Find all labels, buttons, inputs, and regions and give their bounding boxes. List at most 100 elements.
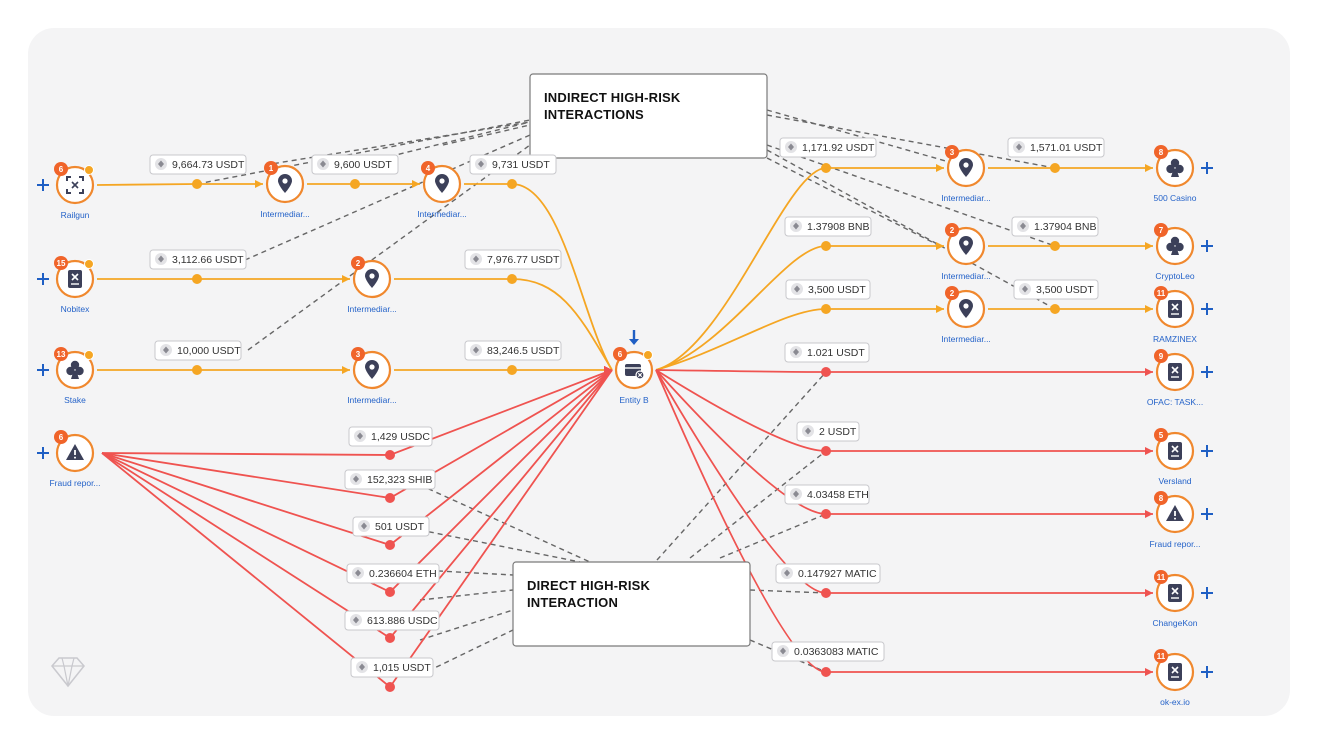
node-label[interactable]: Intermediar...	[941, 193, 991, 203]
edge-dot[interactable]	[1050, 163, 1060, 173]
amount-label[interactable]: 613.886 USDC	[344, 610, 440, 631]
node-im4[interactable]: 3Intermediar...	[347, 347, 397, 405]
amount-label[interactable]: 7,976.77 USDT	[464, 249, 562, 270]
amount-label[interactable]: 1.021 USDT	[784, 342, 870, 363]
edge-dot[interactable]	[192, 365, 202, 375]
edge-dot[interactable]	[385, 493, 395, 503]
amount-label[interactable]: 2 USDT	[796, 421, 860, 442]
amount-label[interactable]: 1.37904 BNB	[1011, 216, 1099, 237]
node-label[interactable]: 500 Casino	[1153, 193, 1196, 203]
edge-dot[interactable]	[385, 587, 395, 597]
node-label[interactable]: Nobitex	[61, 304, 91, 314]
node-label[interactable]: Fraud repor...	[49, 478, 100, 488]
amount-label[interactable]: 9,731 USDT	[469, 154, 557, 175]
node-im1[interactable]: 1Intermediar...	[260, 161, 310, 219]
node-label[interactable]: CryptoLeo	[1155, 271, 1194, 281]
edge-dot[interactable]	[821, 163, 831, 173]
node-label[interactable]: Intermediar...	[417, 209, 467, 219]
node-label[interactable]: Railgun	[61, 210, 90, 220]
expand-plus-icon[interactable]	[37, 179, 49, 191]
flow-edge[interactable]	[655, 369, 1153, 673]
amount-label[interactable]: 1,171.92 USDT	[779, 137, 877, 158]
edge-dot[interactable]	[821, 304, 831, 314]
edge-dot[interactable]	[821, 667, 831, 677]
node-im6[interactable]: 2Intermediar...	[941, 223, 991, 281]
amount-label[interactable]: 0.147927 MATIC	[775, 563, 881, 584]
flow-edge[interactable]	[655, 369, 1153, 452]
amount-label[interactable]: 152,323 SHIB	[344, 469, 436, 490]
edge-dot[interactable]	[507, 179, 517, 189]
expand-plus-icon[interactable]	[1201, 445, 1213, 457]
amount-label[interactable]: 1,429 USDC	[348, 426, 433, 447]
flow-edge[interactable]	[394, 278, 613, 371]
edge-dot[interactable]	[821, 446, 831, 456]
node-im7[interactable]: 2Intermediar...	[941, 286, 991, 344]
edge-dot[interactable]	[385, 682, 395, 692]
flow-edge[interactable]	[655, 369, 1153, 594]
amount-label[interactable]: 501 USDT	[352, 516, 430, 537]
flow-edge[interactable]	[655, 308, 944, 371]
node-label[interactable]: Intermediar...	[941, 334, 991, 344]
expand-plus-icon[interactable]	[1201, 366, 1213, 378]
expand-plus-icon[interactable]	[1201, 587, 1213, 599]
amount-label[interactable]: 4.03458 ETH	[784, 484, 870, 505]
amount-label[interactable]: 9,664.73 USDT	[149, 154, 247, 175]
amount-label[interactable]: 3,500 USDT	[1013, 279, 1099, 300]
node-im3[interactable]: 2Intermediar...	[347, 256, 397, 314]
node-label[interactable]: Fraud repor...	[1149, 539, 1200, 549]
edge-dot[interactable]	[192, 274, 202, 284]
edge-dot[interactable]	[821, 509, 831, 519]
amount-label[interactable]: 1,571.01 USDT	[1007, 137, 1105, 158]
node-label[interactable]: Intermediar...	[260, 209, 310, 219]
edge-dot[interactable]	[821, 367, 831, 377]
node-label[interactable]: Versland	[1158, 476, 1191, 486]
amount-label[interactable]: 3,112.66 USDT	[149, 249, 247, 270]
node-label[interactable]: Intermediar...	[347, 395, 397, 405]
expand-plus-icon[interactable]	[1201, 162, 1213, 174]
amount-label[interactable]: 1.37908 BNB	[784, 216, 872, 237]
expand-plus-icon[interactable]	[37, 273, 49, 285]
node-label[interactable]: Entity B	[619, 395, 649, 405]
edge-dot[interactable]	[192, 179, 202, 189]
amount-label[interactable]: 10,000 USDT	[154, 340, 242, 361]
edge-dot[interactable]	[507, 274, 517, 284]
flow-edge[interactable]	[464, 183, 613, 371]
node-label[interactable]: Intermediar...	[347, 304, 397, 314]
flow-edge[interactable]	[655, 369, 1153, 515]
node-im2[interactable]: 4Intermediar...	[417, 161, 467, 219]
amount-label[interactable]: 9,600 USDT	[311, 154, 399, 175]
node-label[interactable]: Intermediar...	[941, 271, 991, 281]
flow-edge[interactable]	[655, 167, 944, 371]
expand-plus-icon[interactable]	[1201, 666, 1213, 678]
node-label[interactable]: OFAC: TASK...	[1147, 397, 1203, 407]
amount-label[interactable]: 0.236604 ETH	[346, 563, 440, 584]
edge-dot[interactable]	[821, 588, 831, 598]
node-label[interactable]: Stake	[64, 395, 86, 405]
expand-plus-icon[interactable]	[1201, 508, 1213, 520]
node-label[interactable]: ChangeKon	[1153, 618, 1198, 628]
expand-plus-icon[interactable]	[37, 447, 49, 459]
expand-plus-icon[interactable]	[37, 364, 49, 376]
edge-dot[interactable]	[385, 450, 395, 460]
amount-label[interactable]: 83,246.5 USDT	[464, 340, 562, 361]
edge-dot[interactable]	[385, 633, 395, 643]
node-label[interactable]: ok-ex.io	[1160, 697, 1190, 707]
edge-dot[interactable]	[821, 241, 831, 251]
node-im5[interactable]: 3Intermediar...	[941, 145, 991, 203]
edge-dot[interactable]	[1050, 241, 1060, 251]
flow-edge[interactable]	[96, 183, 263, 186]
expand-plus-icon[interactable]	[1201, 303, 1213, 315]
flow-edge[interactable]	[655, 369, 1153, 373]
amount-label[interactable]: 3,500 USDT	[785, 279, 871, 300]
